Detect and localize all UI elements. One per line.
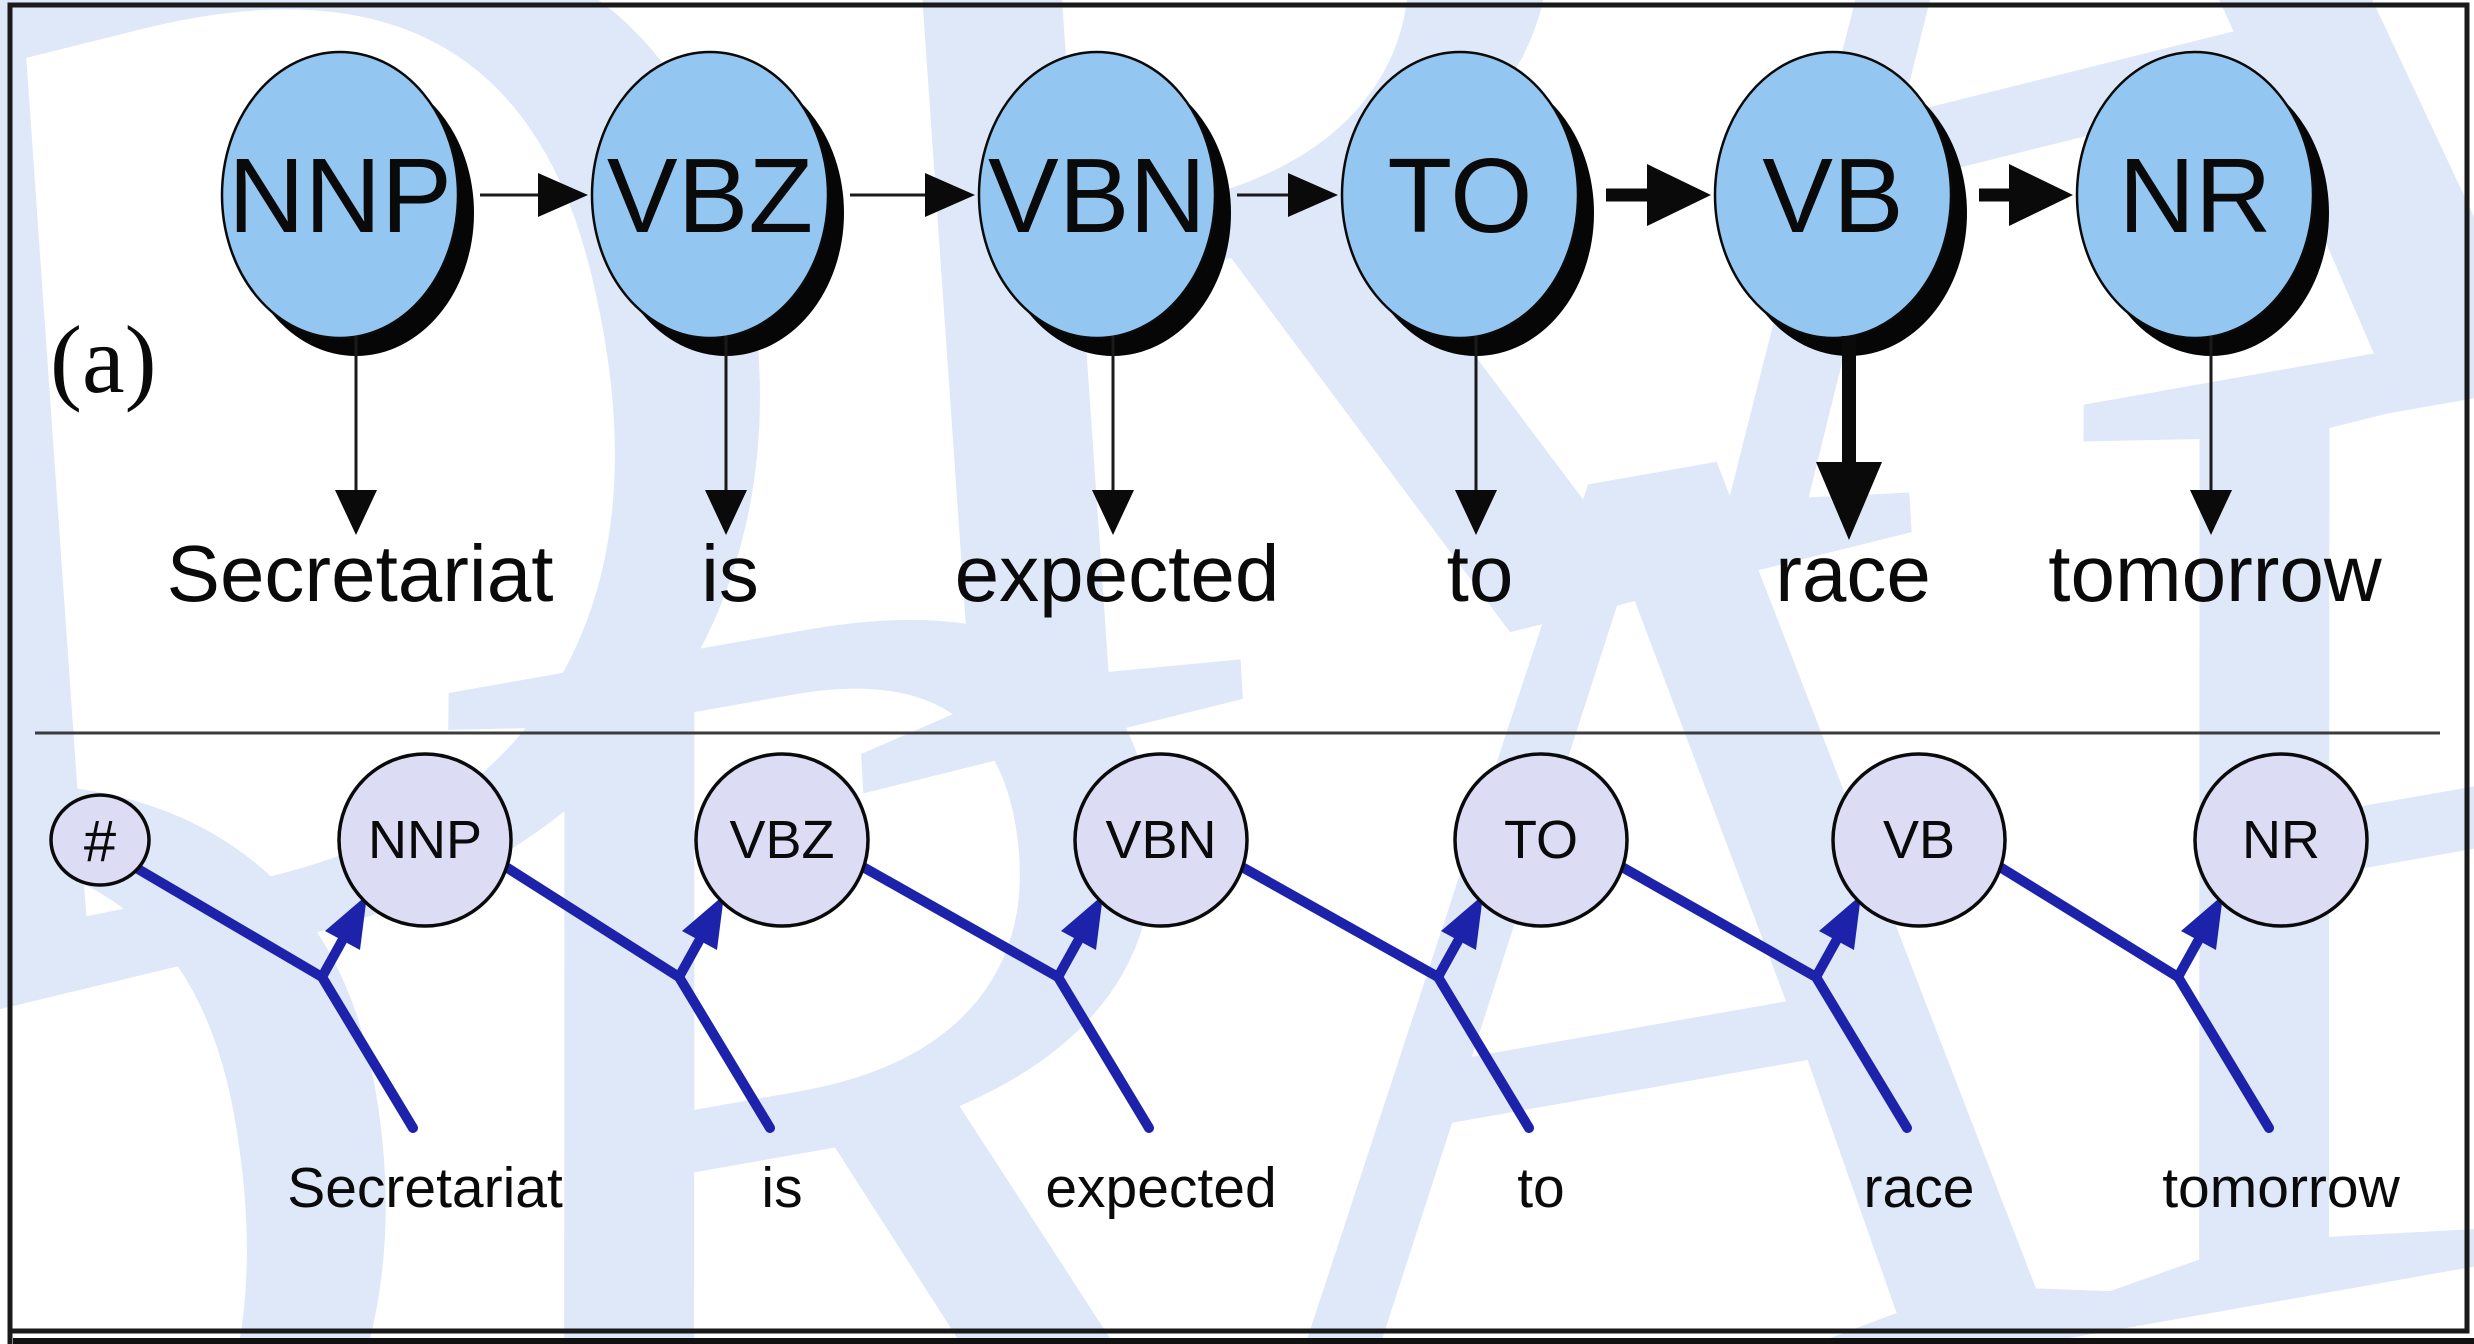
- trellis-edge-in: [1995, 862, 2183, 982]
- trellis-label-nr: NR: [2242, 810, 2320, 870]
- observation-words-top: Secretariat is expected to race tomorrow: [167, 529, 2382, 618]
- word-tomorrow: tomorrow: [2048, 529, 2382, 618]
- trellis-arrow-shaft: [1811, 936, 1841, 982]
- state-node-to: [1340, 50, 1580, 340]
- trellis-edge-word: [1433, 972, 1534, 1133]
- trellis-edge-word: [1811, 972, 1912, 1133]
- trellis-edge-word: [674, 972, 775, 1133]
- word-race: race: [1775, 529, 1931, 618]
- state-node-vb: [1713, 50, 1953, 340]
- transition-arrows: [480, 164, 2073, 226]
- trellis-nodes: # NNP VBZ VBN TO VB NR: [49, 752, 2369, 928]
- state-label-nnp: NNP: [228, 137, 452, 255]
- state-label-vb: VB: [1762, 137, 1903, 255]
- arrowhead-icon: [1647, 164, 1711, 226]
- word-secretariat: Secretariat: [167, 529, 554, 618]
- blue-arrowhead-icon: [1819, 895, 1861, 950]
- arrowhead-icon: [1288, 173, 1338, 217]
- word-tomorrow: tomorrow: [2162, 1156, 2400, 1220]
- word-to: to: [1447, 529, 1514, 618]
- trellis-node-vbn: [1073, 752, 1249, 928]
- state-label-nr: NR: [2118, 137, 2271, 255]
- word-to: to: [1517, 1156, 1565, 1220]
- arrowhead-icon: [2190, 490, 2232, 535]
- trellis-node-nr: [2193, 752, 2369, 928]
- trellis-arrow-shaft: [317, 936, 347, 982]
- state-node-nr: [2075, 50, 2315, 340]
- state-node-nnp: [220, 50, 460, 340]
- state-label-vbz: VBZ: [607, 137, 813, 255]
- blue-arrowhead-icon: [682, 895, 724, 950]
- word-race: race: [1864, 1156, 1975, 1220]
- trellis-node-nnp: [337, 752, 513, 928]
- trellis-label-vbz: VBZ: [729, 810, 834, 870]
- trellis-node-start: [49, 793, 151, 887]
- word-expected: expected: [955, 529, 1280, 618]
- panel-label: (a): [50, 306, 157, 413]
- word-expected: expected: [1045, 1156, 1276, 1220]
- arrowhead-icon: [538, 173, 588, 217]
- blue-arrowhead-icon: [2181, 895, 2223, 950]
- trellis-edge-word: [317, 972, 418, 1133]
- arrowhead-icon: [2009, 164, 2073, 226]
- blue-arrowhead-icon: [1061, 895, 1103, 950]
- trellis-label-nnp: NNP: [368, 810, 482, 870]
- trellis-edges: [133, 862, 2274, 1133]
- word-is: is: [761, 1156, 802, 1220]
- state-label-vbn: VBN: [988, 137, 1206, 255]
- state-node-vbn: [977, 50, 1217, 340]
- arrowhead-icon: [1455, 490, 1497, 535]
- arrowhead-icon: [1816, 462, 1882, 540]
- arrowhead-icon: [335, 490, 377, 535]
- arrowhead-icon: [925, 173, 975, 217]
- observation-words-bottom: Secretariat is expected to race tomorrow: [287, 1156, 2400, 1220]
- trellis-edge-in: [1237, 862, 1443, 982]
- trellis-arrow-shaft: [2173, 936, 2203, 982]
- trellis-edge-word: [2173, 972, 2274, 1133]
- trellis-label-start: #: [84, 809, 116, 874]
- trellis-arrow-shaft: [1433, 936, 1463, 982]
- figure-border: [7, 2, 2470, 1334]
- state-label-to: TO: [1387, 137, 1532, 255]
- trellis-label-vbn: VBN: [1105, 810, 1216, 870]
- blue-arrowhead-icon: [1441, 895, 1483, 950]
- word-is: is: [701, 529, 759, 618]
- trellis-label-to: TO: [1504, 810, 1578, 870]
- trellis-node-vb: [1831, 752, 2007, 928]
- trellis-node-to: [1453, 752, 1629, 928]
- emission-arrows: [335, 336, 2232, 540]
- trellis-node-vbz: [694, 752, 870, 928]
- trellis-edge-word: [1053, 972, 1154, 1133]
- next-figure-border: [13, 1338, 2474, 1344]
- trellis-edge-in: [501, 862, 684, 982]
- trellis-arrow-shaft: [1053, 936, 1083, 982]
- trellis-edge-in: [133, 864, 327, 982]
- trellis-edge-in: [1617, 862, 1821, 982]
- state-node-vbz: [590, 50, 830, 340]
- trellis-arrow-shaft: [674, 936, 704, 982]
- arrowhead-icon: [705, 490, 747, 535]
- arrowhead-icon: [1092, 490, 1134, 535]
- trellis-edge-in: [858, 862, 1063, 982]
- blue-arrowhead-icon: [325, 895, 367, 950]
- word-secretariat: Secretariat: [287, 1156, 563, 1220]
- state-nodes: NNP VBZ VBN TO VB NR: [220, 50, 2315, 340]
- trellis-label-vb: VB: [1883, 810, 1955, 870]
